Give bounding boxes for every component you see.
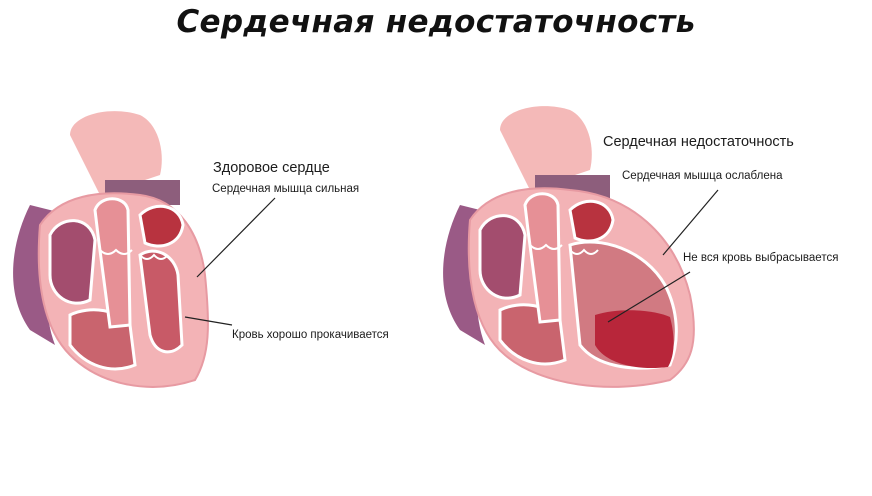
page-title: Сердечная недостаточность: [176, 4, 696, 40]
healthy-muscle-callout: Сердечная мышца сильная: [212, 183, 360, 195]
failing-heart-illustration: [443, 106, 695, 388]
failure-blood-callout: Не вся кровь выбрасывается: [683, 252, 839, 264]
callout-line-failure-blood: [607, 271, 691, 323]
callout-line-healthy-muscle: [196, 197, 276, 278]
healthy-blood-callout: Кровь хорошо прокачивается: [232, 329, 389, 341]
callout-line-healthy-blood: [184, 316, 233, 326]
healthy-heart-heading: Здоровое сердце: [213, 160, 330, 176]
failure-muscle-callout: Сердечная мышца ослаблена: [622, 170, 783, 182]
failure-heart-heading: Сердечная недостаточность: [603, 134, 794, 150]
callout-line-failure-muscle: [662, 189, 719, 256]
healthy-heart-illustration: [13, 111, 209, 388]
